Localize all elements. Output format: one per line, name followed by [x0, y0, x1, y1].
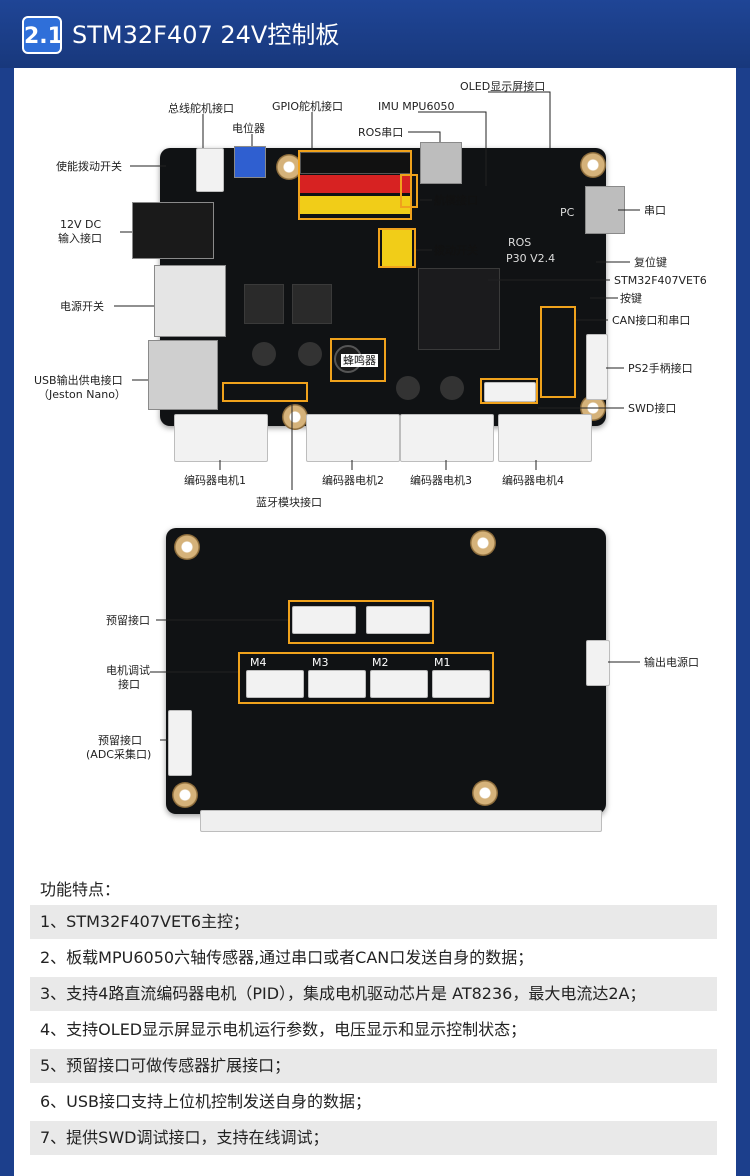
features-heading: 功能特点：	[40, 880, 121, 899]
power-switch-label: 电源开关	[60, 300, 104, 313]
section-number-badge: 2.1	[22, 16, 63, 54]
usb-port	[148, 340, 218, 410]
debug-connector-m1	[432, 670, 490, 698]
swd-connector	[484, 382, 536, 402]
m1-silk: M1	[434, 656, 451, 669]
model-port-label: 航模接口	[434, 194, 478, 207]
motor-debug-label-line1: 电机调试	[106, 664, 150, 677]
feature-item: 6、USB接口支持上位机控制发送自身的数据；	[40, 1092, 372, 1111]
ros-serial-label: ROS串口	[358, 126, 404, 139]
section-title: STM32F407 24V控制板	[72, 21, 340, 49]
mount-hole	[580, 152, 606, 178]
motor1-connector	[174, 414, 268, 462]
reset-key-label: 复位键	[634, 256, 667, 269]
motor3-connector	[400, 414, 494, 462]
m3-silk: M3	[312, 656, 329, 669]
feature-item: 4、支持OLED显示屏显示电机运行参数，电压显示和显示控制状态；	[40, 1020, 527, 1039]
dip-switch-body	[382, 230, 412, 266]
dc-jack	[132, 202, 214, 259]
debug-connector-m4	[246, 670, 304, 698]
model-port-callout-box	[400, 174, 418, 208]
usb-out-label-line2: （Jeston Nano）	[38, 388, 126, 401]
reserved-connector-1	[292, 606, 356, 634]
ps2-connector	[586, 334, 608, 400]
section-header: 2.1 STM32F407 24V控制板	[0, 0, 750, 68]
motor2-label: 编码器电机2	[322, 474, 384, 487]
feature-item: 3、支持4路直流编码器电机（PID），集成电机驱动芯片是 AT8236，最大电流…	[30, 977, 717, 1011]
motor-debug-callout-box	[238, 652, 494, 704]
reserved-adc-label-line1: 预留接口	[98, 734, 142, 747]
inductor	[244, 284, 284, 324]
feature-item: 2、板载MPU6050六轴传感器,通过串口或者CAN口发送自身的数据；	[40, 948, 534, 967]
bottom-motor-connector	[200, 810, 602, 832]
debug-connector-m2	[370, 670, 428, 698]
potentiometer-body	[234, 146, 266, 178]
power-switch-body	[154, 265, 226, 337]
swd-label: SWD接口	[628, 402, 677, 415]
feature-item: 7、提供SWD调试接口，支持在线调试；	[30, 1121, 717, 1155]
gpio-header-red	[300, 175, 410, 193]
bus-servo-label: 总线舵机接口	[168, 102, 234, 115]
silk-pc: PC	[560, 206, 575, 219]
bus-servo-connector	[196, 148, 224, 192]
buzzer-label: 蜂鸣器	[341, 354, 378, 367]
reserved-connector-2	[366, 606, 430, 634]
potentiometer-label: 电位器	[232, 122, 265, 135]
reserved-label: 预留接口	[106, 614, 150, 627]
inductor	[292, 284, 332, 324]
oled-label: OLED显示屏接口	[460, 80, 546, 93]
m2-silk: M2	[372, 656, 389, 669]
can-callout-box	[540, 306, 576, 398]
capacitor	[440, 376, 464, 400]
motor4-label: 编码器电机4	[502, 474, 564, 487]
dip-callout-box	[378, 228, 416, 268]
bluetooth-label: 蓝牙模块接口	[256, 496, 322, 509]
m4-silk: M4	[250, 656, 267, 669]
debug-connector-m3	[308, 670, 366, 698]
enable-switch-label: 使能拨动开关	[56, 160, 122, 173]
mount-hole	[472, 780, 498, 806]
silk-ros: ROS	[508, 236, 532, 249]
buzzer-callout-box	[330, 338, 386, 382]
usb-out-label-line1: USB输出供电接口	[34, 374, 123, 387]
imu-label: IMU MPU6050	[378, 100, 455, 113]
adc-connector	[168, 710, 192, 776]
bluetooth-callout-box	[222, 382, 308, 402]
reserved-adc-label-line2: (ADC采集口)	[86, 748, 152, 761]
ps2-label: PS2手柄接口	[628, 362, 693, 375]
silk-version: P30 V2.4	[506, 252, 556, 265]
motor-debug-label-line2: 接口	[118, 678, 140, 691]
gpio-callout-box	[298, 150, 412, 220]
output-power-connector	[586, 640, 610, 686]
feature-item: 5、预留接口可做传感器扩展接口；	[30, 1049, 717, 1083]
mount-hole	[174, 534, 200, 560]
gpio-servo-label: GPIO舵机接口	[272, 100, 344, 113]
button-label: 按键	[620, 292, 642, 305]
ros-usb-c	[420, 142, 462, 184]
capacitor	[298, 342, 322, 366]
can-serial-label: CAN接口和串口	[612, 314, 691, 327]
motor4-connector	[498, 414, 592, 462]
mount-hole	[276, 154, 302, 180]
mcu-chip	[418, 268, 500, 350]
output-power-label: 输出电源口	[644, 656, 699, 669]
mount-hole	[172, 782, 198, 808]
feature-item: 1、STM32F407VET6主控；	[30, 905, 717, 939]
motor1-label: 编码器电机1	[184, 474, 246, 487]
mount-hole	[470, 530, 496, 556]
dc-input-label-line2: 输入接口	[58, 232, 102, 245]
serial-label: 串口	[644, 204, 666, 217]
capacitor	[396, 376, 420, 400]
dip-switch-label: 拨动开关	[434, 244, 478, 257]
dc-input-label-line1: 12V DC	[60, 218, 102, 231]
motor3-label: 编码器电机3	[410, 474, 472, 487]
swd-callout-box	[480, 378, 538, 404]
reserved-callout-box	[288, 600, 434, 644]
motor2-connector	[306, 414, 400, 462]
mcu-label: STM32F407VET6	[614, 274, 707, 287]
capacitor	[252, 342, 276, 366]
mount-hole	[282, 404, 308, 430]
gpio-header-yellow	[300, 196, 410, 214]
